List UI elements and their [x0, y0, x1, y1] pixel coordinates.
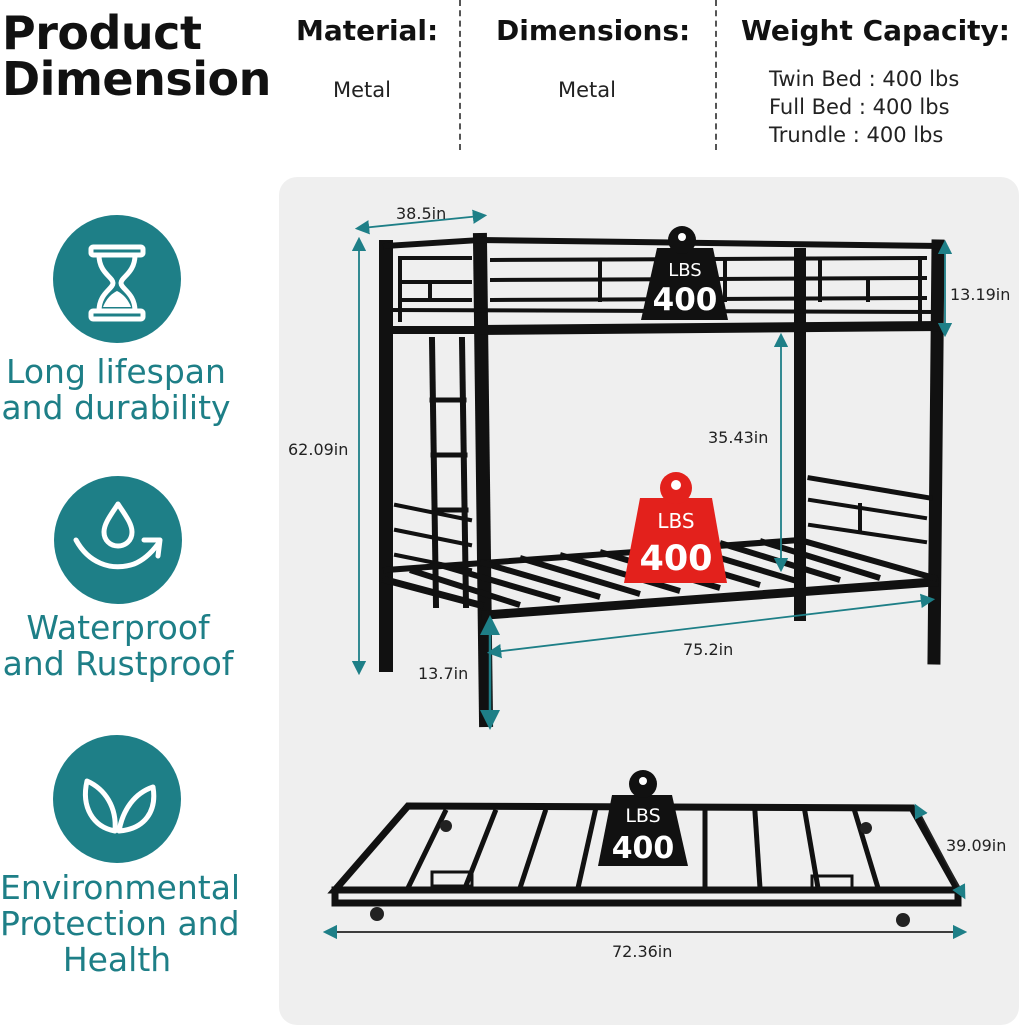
weight-capacity-list: Twin Bed : 400 lbs Full Bed : 400 lbs Tr… — [769, 65, 959, 149]
material-label: Material: — [296, 14, 439, 47]
feature-waterproof-text: Waterproof and Rustproof — [2, 608, 234, 683]
weight-tag-top: LBS 400 — [641, 226, 728, 320]
dim-trundle-length: 72.36in — [612, 942, 673, 961]
weight-full: Full Bed : 400 lbs — [769, 95, 950, 119]
weight-trundle: Trundle : 400 lbs — [769, 123, 944, 147]
water-drop-icon — [54, 476, 182, 604]
dim-total-height: 62.09in — [288, 440, 349, 459]
weight-tag-bottom: LBS 400 — [624, 472, 727, 583]
weight-bottom-value: 400 — [639, 539, 712, 579]
feature-environmental-text: Environmental Protection and Health — [0, 868, 241, 979]
leaf-icon — [53, 735, 181, 863]
feature-longevity-text: Long lifespan and durability — [1, 352, 231, 427]
divider-2 — [715, 0, 717, 150]
divider-1 — [459, 0, 461, 150]
weight-top-unit: LBS — [668, 260, 702, 281]
weight-trundle-value: 400 — [612, 831, 675, 866]
trundle-casters — [370, 820, 910, 927]
title-line-1: Product — [2, 6, 202, 60]
dimensions-value: Metal — [558, 78, 616, 102]
material-value: Metal — [333, 78, 391, 102]
dim-rail-height: 13.19in — [950, 285, 1011, 304]
weight-tag-trundle: LBS 400 — [598, 770, 688, 866]
weight-capacity-label: Weight Capacity: — [741, 14, 1010, 47]
dimension-lines — [322, 209, 968, 940]
dim-length: 75.2in — [683, 640, 734, 659]
weight-top-value: 400 — [653, 282, 718, 318]
hourglass-icon — [53, 215, 181, 343]
page-title: Product Dimension — [2, 10, 271, 102]
weight-twin: Twin Bed : 400 lbs — [769, 67, 960, 91]
dimensions-label: Dimensions: — [496, 14, 691, 47]
weight-bottom-unit: LBS — [657, 509, 694, 533]
dim-top-width: 38.5in — [396, 204, 447, 223]
title-line-2: Dimension — [2, 52, 271, 106]
dim-bunk-gap: 35.43in — [708, 428, 769, 447]
dim-leg-height: 13.7in — [418, 664, 469, 683]
dim-trundle-width: 39.09in — [946, 836, 1007, 855]
weight-trundle-unit: LBS — [625, 805, 660, 827]
